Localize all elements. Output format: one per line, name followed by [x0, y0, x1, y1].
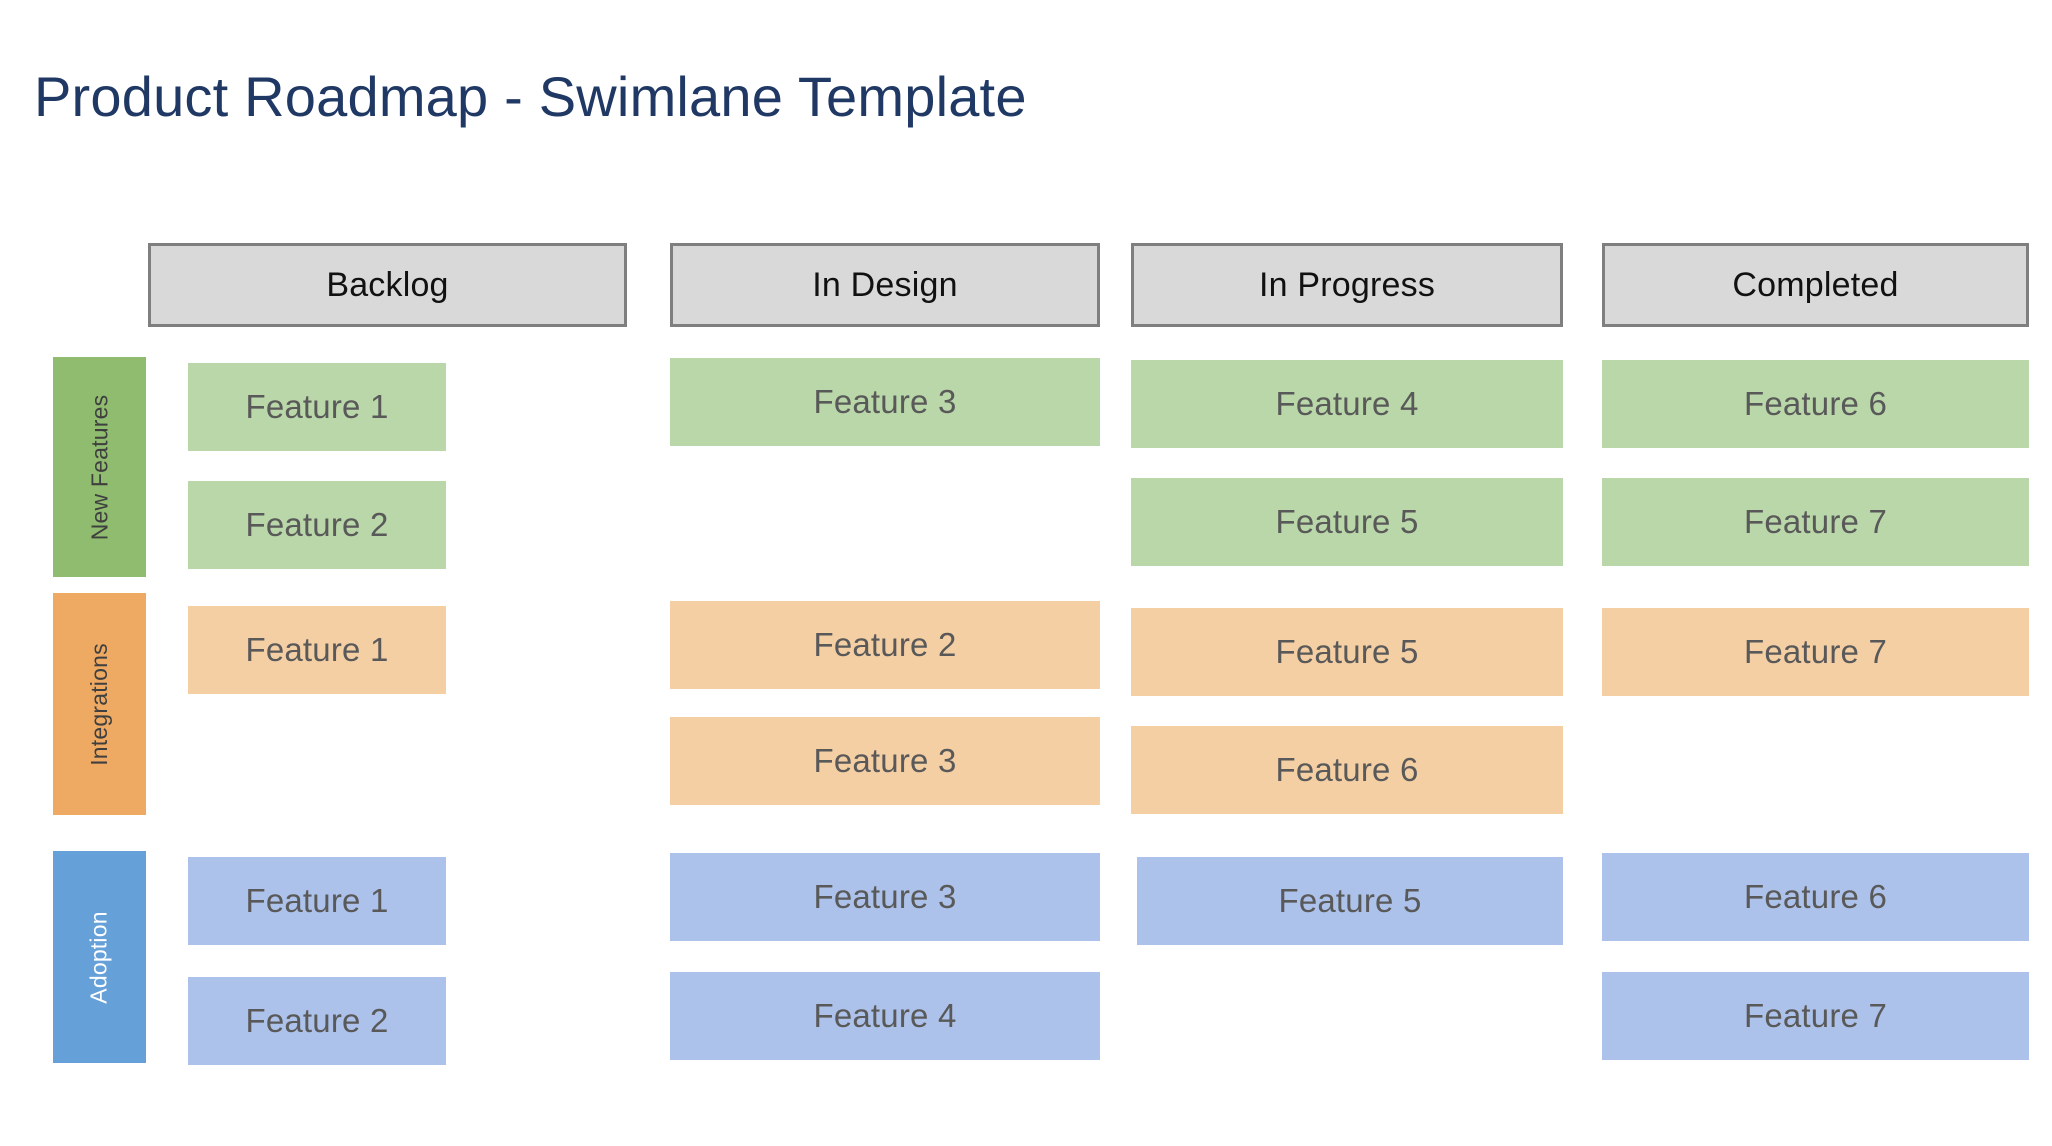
card-integrations-in-design-2[interactable]: Feature 3	[670, 717, 1100, 805]
column-header-in-progress[interactable]: In Progress	[1131, 243, 1563, 327]
lane-label-text: New Features	[86, 394, 113, 540]
card-label: Feature 3	[813, 383, 957, 420]
card-label: Feature 2	[245, 506, 389, 543]
column-header-backlog[interactable]: Backlog	[148, 243, 627, 327]
column-header-label: In Progress	[1258, 265, 1436, 304]
lane-label-new-features[interactable]: New Features	[53, 357, 146, 577]
card-integrations-completed-1[interactable]: Feature 7	[1602, 608, 2029, 696]
card-label: Feature 1	[245, 388, 389, 425]
card-label: Feature 5	[1278, 882, 1422, 919]
card-adoption-completed-2[interactable]: Feature 7	[1602, 972, 2029, 1060]
card-adoption-in-design-1[interactable]: Feature 3	[670, 853, 1100, 941]
card-label: Feature 7	[1743, 503, 1888, 540]
card-adoption-completed-1[interactable]: Feature 6	[1602, 853, 2029, 941]
card-label: Feature 5	[1275, 633, 1419, 670]
column-header-label: Completed	[1732, 265, 1899, 304]
card-new-features-backlog-1[interactable]: Feature 1	[188, 363, 446, 451]
card-new-features-in-progress-1[interactable]: Feature 4	[1131, 360, 1563, 448]
lane-label-text: Adoption	[86, 910, 112, 1004]
column-header-label: In Design	[812, 265, 958, 304]
lane-label-integrations[interactable]: Integrations	[53, 593, 146, 815]
card-integrations-in-design-1[interactable]: Feature 2	[670, 601, 1100, 689]
card-label: Feature 2	[813, 626, 957, 663]
card-label: Feature 6	[1275, 751, 1419, 788]
card-label: Feature 3	[813, 878, 957, 915]
card-integrations-in-progress-2[interactable]: Feature 6	[1131, 726, 1563, 814]
card-label: Feature 7	[1743, 633, 1888, 670]
card-label: Feature 1	[245, 631, 389, 668]
card-new-features-backlog-2[interactable]: Feature 2	[188, 481, 446, 569]
card-adoption-in-design-2[interactable]: Feature 4	[670, 972, 1100, 1060]
card-integrations-in-progress-1[interactable]: Feature 5	[1131, 608, 1563, 696]
card-label: Feature 2	[245, 1002, 389, 1039]
card-label: Feature 1	[245, 882, 389, 919]
card-new-features-in-design-1[interactable]: Feature 3	[670, 358, 1100, 446]
card-new-features-completed-2[interactable]: Feature 7	[1602, 478, 2029, 566]
column-header-label: Backlog	[326, 265, 449, 304]
card-adoption-backlog-1[interactable]: Feature 1	[188, 857, 446, 945]
column-header-in-design[interactable]: In Design	[670, 243, 1100, 327]
card-new-features-completed-1[interactable]: Feature 6	[1602, 360, 2029, 448]
card-label: Feature 4	[1275, 385, 1419, 422]
card-label: Feature 7	[1743, 997, 1888, 1034]
card-label: Feature 4	[813, 997, 957, 1034]
card-label: Feature 5	[1275, 503, 1419, 540]
card-adoption-backlog-2[interactable]: Feature 2	[188, 977, 446, 1065]
lane-label-text: Integrations	[86, 642, 112, 766]
card-label: Feature 3	[813, 742, 957, 779]
column-header-completed[interactable]: Completed	[1602, 243, 2029, 327]
page-title: Product Roadmap - Swimlane Template	[34, 65, 1027, 128]
card-adoption-in-progress-1[interactable]: Feature 5	[1137, 857, 1563, 945]
card-label: Feature 6	[1743, 878, 1888, 915]
card-integrations-backlog-1[interactable]: Feature 1	[188, 606, 446, 694]
lane-label-adoption[interactable]: Adoption	[53, 851, 146, 1063]
card-label: Feature 6	[1743, 385, 1888, 422]
card-new-features-in-progress-2[interactable]: Feature 5	[1131, 478, 1563, 566]
